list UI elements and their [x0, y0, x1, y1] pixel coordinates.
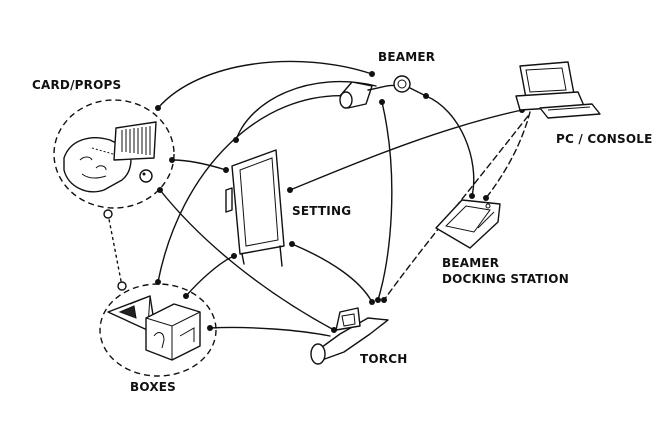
link-cardprops-boxes: [107, 213, 123, 287]
label-torch: TORCH: [360, 352, 408, 366]
link-cardprops-beamer: [157, 60, 373, 109]
label-setting: SETTING: [292, 204, 352, 218]
link-beamer-torch: [377, 101, 393, 301]
link-cardprops-torch: [159, 189, 335, 331]
docking-station-illustration: [435, 199, 501, 249]
setting-illustration: [225, 149, 285, 267]
link-beamer-docking: [425, 95, 475, 197]
label-boxes: BOXES: [130, 380, 177, 394]
connection-dots: [155, 71, 525, 333]
link-beamer-boxes: [157, 95, 351, 283]
beamer-illustration: [339, 75, 427, 109]
link-boxes-torch: [209, 326, 331, 337]
label-beamer-docking-line2: DOCKING STATION: [442, 272, 569, 286]
label-beamer-docking-line1: BEAMER: [442, 256, 500, 270]
link-cardprops-setting: [171, 159, 227, 171]
connection-lines: [107, 60, 531, 337]
label-beamer: BEAMER: [378, 50, 436, 64]
link-pc-docking: [485, 111, 531, 199]
torch-illustration: [310, 307, 389, 365]
label-pc-console: PC / CONSOLE: [556, 132, 653, 146]
link-pc-torch: [383, 115, 529, 301]
barcode-card-icon: [113, 121, 157, 161]
ball-prop-icon: [139, 169, 153, 183]
card-props-illustration: [63, 121, 157, 219]
link-pc-setting: [289, 109, 523, 191]
link-setting-torch: [291, 243, 373, 303]
link-setting-boxes: [185, 255, 235, 297]
card-props-group-outline: [53, 99, 175, 209]
label-card-props: CARD/PROPS: [32, 78, 122, 92]
boxes-illustration: [107, 281, 201, 361]
card-props-marker-icon: [103, 209, 113, 219]
pc-console-illustration: [515, 61, 601, 119]
